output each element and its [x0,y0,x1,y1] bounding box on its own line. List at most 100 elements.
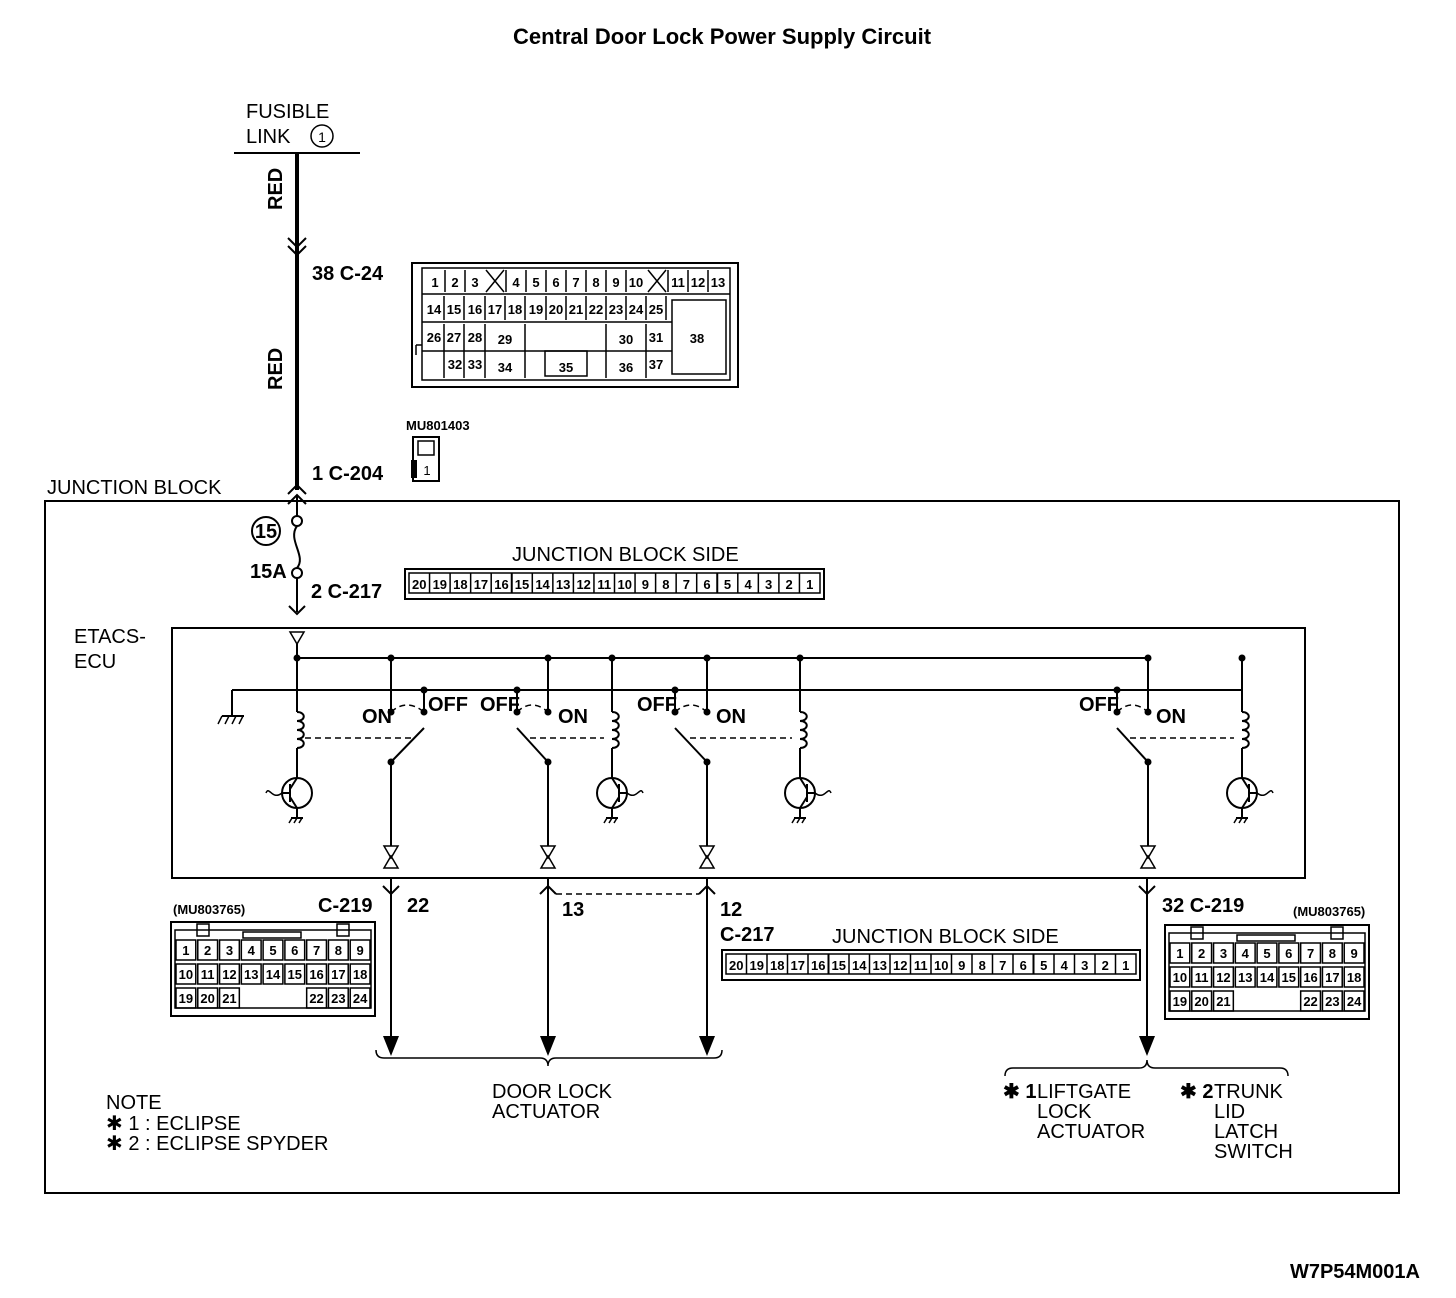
c217-pin: 9 [958,958,965,973]
c217-pin: 7 [999,958,1006,973]
c219-pin: 21 [1216,994,1230,1009]
relay-coil [799,711,808,749]
trunk-mark: ✱ 2 [1180,1081,1213,1103]
c204-part-number: MU801403 [406,418,470,433]
c24-pin: 37 [649,357,663,372]
c24-chevron-bottom [287,245,307,257]
c217-pin: 6 [1020,958,1027,973]
c219-pin: 11 [1195,970,1209,985]
c217-pin: 3 [765,577,772,592]
c217-pin: 14 [535,577,550,592]
c217-pin: 5 [724,577,731,592]
c217-pin: 10 [618,577,632,592]
switch3-arm [674,727,708,763]
c24-pin: 9 [612,275,619,290]
c219-pin: 20 [200,991,214,1006]
fuse-terminal-bottom [291,567,303,579]
c24-pin: 27 [447,330,461,345]
c217-pin: 20 [412,577,426,592]
c217-pin: 18 [453,577,467,592]
fuse-rating: 15A [250,561,287,583]
c204-pin: 1 [423,463,430,478]
terminal-13-label: 13 [562,899,584,921]
relay-coil [296,711,305,749]
terminal-22-label: 22 [407,895,429,917]
c24-pin: 4 [512,275,520,290]
c219-pin: 18 [353,967,367,982]
c24-pin: 12 [691,275,705,290]
fuse-terminal-top [291,515,303,527]
trunk-label-1: TRUNK [1214,1081,1284,1103]
c219-pin: 23 [331,991,345,1006]
c217-pin: 16 [494,577,508,592]
etacs-ecu-frame [171,627,1306,879]
c24-pin: 11 [671,275,685,290]
c217-pin: 20 [729,958,743,973]
c217-pin: 4 [1061,958,1069,973]
junction-block-frame [44,500,1400,1194]
c217-pin: 13 [556,577,570,592]
c24-pin: 21 [569,302,583,317]
c219-pin: 17 [1325,970,1339,985]
wire-color-lower: RED [265,348,287,390]
c219-pin: 5 [269,943,276,958]
c217-pin: 10 [934,958,948,973]
c217-pin: 8 [979,958,986,973]
c217-top-side-label: JUNCTION BLOCK SIDE [512,544,739,566]
c219-pin: 8 [335,943,342,958]
c219-pin: 8 [1329,946,1336,961]
c24-pin: 33 [468,357,482,372]
c24-pin: 34 [498,360,513,375]
c219-pin: 9 [356,943,363,958]
c24-pin: 14 [427,302,442,317]
wire-color-upper: RED [265,168,287,210]
c219-right-label: 32 C-219 [1162,895,1244,917]
c219-pin: 14 [266,967,281,982]
c219-pin: 3 [226,943,233,958]
c217-pin: 14 [852,958,867,973]
c24-pin: 7 [572,275,579,290]
c219-pin: 4 [248,943,256,958]
fuse-number: 15 [255,521,277,543]
c219-pin: 7 [313,943,320,958]
c219-pin: 1 [1176,946,1183,961]
fusible-link-label-1: FUSIBLE [246,101,329,123]
c219-pin: 4 [1242,946,1250,961]
c217-pin: 9 [642,577,649,592]
switch1-on-label: ON [362,706,392,728]
c219-pin: 9 [1350,946,1357,961]
c24-pin: 32 [448,357,462,372]
c24-pin: 25 [649,302,663,317]
c219-pin: 13 [244,967,258,982]
c24-pin: 38 [690,331,704,346]
c217-pin: 1 [1122,958,1129,973]
c24-chevron-top [287,237,307,249]
c217-bottom-label: C-217 [720,924,774,946]
c219-pin: 16 [309,967,323,982]
trunk-label-4: SWITCH [1214,1141,1293,1163]
c217-pin: 1 [806,577,813,592]
switch2-arm [516,727,549,763]
c219-pin: 6 [1285,946,1292,961]
c217-pin: 11 [597,577,611,592]
etacs-input-terminal [288,631,306,646]
c24-pin: 1 [431,275,438,290]
c219-pin: 24 [1347,994,1362,1009]
c219-pin: 10 [1173,970,1187,985]
fuse-element [293,525,301,569]
c217-bottom-side-label: JUNCTION BLOCK SIDE [832,926,1059,948]
relay-coil [611,711,620,749]
c217-chevron [288,605,306,616]
c217-pin: 18 [770,958,784,973]
switch4-on-label: ON [1156,706,1186,728]
c219-pin: 15 [1282,970,1296,985]
c219-pin: 2 [204,943,211,958]
c219-pin: 2 [1198,946,1205,961]
c217-pin: 12 [893,958,907,973]
c219-left-label: C-219 [318,895,372,917]
terminal-12-label: 12 [720,899,742,921]
c217-pin: 15 [832,958,846,973]
